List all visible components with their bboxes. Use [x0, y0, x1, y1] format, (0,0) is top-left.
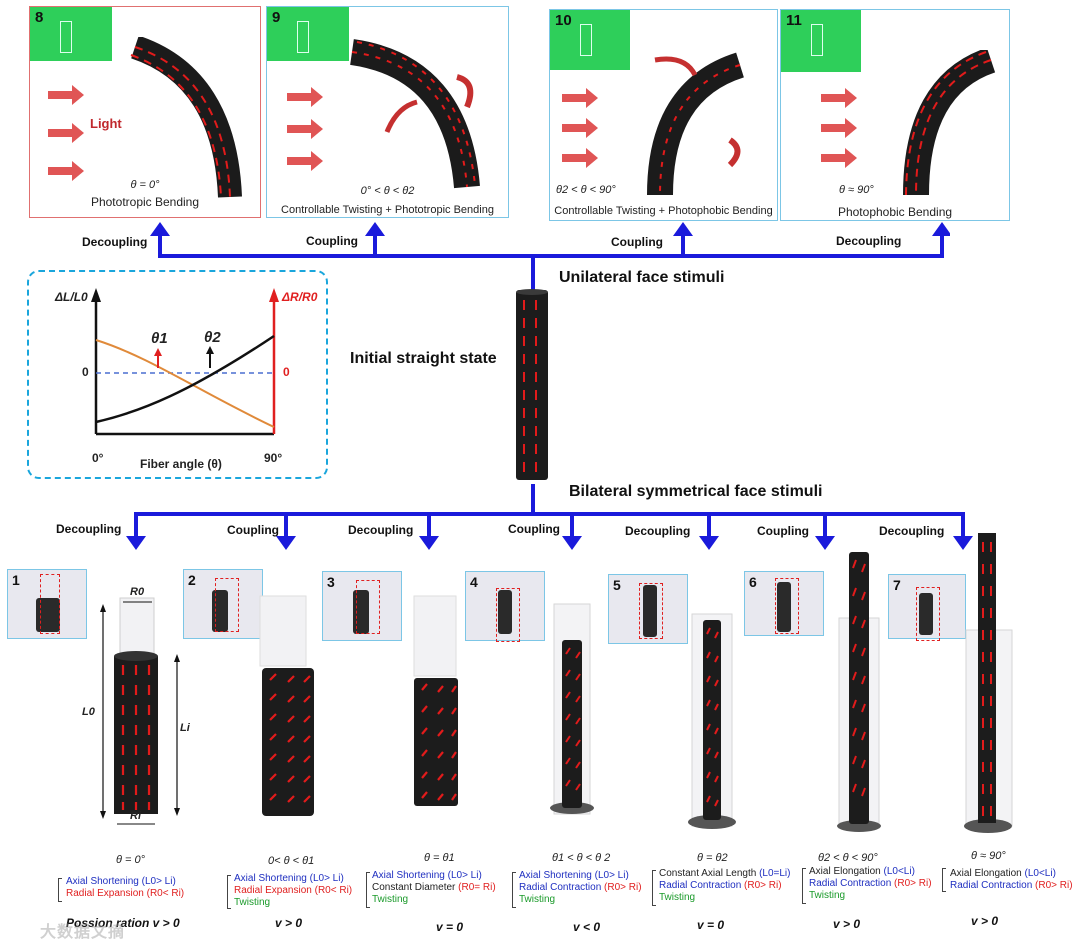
- graph-plot: [91, 288, 279, 436]
- poisson-2: v > 0: [275, 916, 303, 930]
- bent-actuator: [903, 50, 996, 196]
- top-link-label: Coupling: [306, 234, 358, 248]
- thumbnail-7: 7: [888, 574, 966, 641]
- light-arrows: [287, 87, 323, 171]
- panel-8-inset-photo: [30, 7, 112, 61]
- panel-11-inset-photo: [781, 10, 861, 72]
- panel-number: 10: [555, 12, 572, 29]
- actuator-2: [259, 595, 314, 816]
- poisson-7: v > 0: [971, 914, 999, 928]
- panel-6-theta: θ2 < θ < 90°: [818, 852, 878, 864]
- graph-y-right-label: ΔR/R0: [282, 290, 318, 304]
- bottom-link-label: Decoupling: [56, 522, 122, 536]
- dim-Ri: Ri: [130, 810, 141, 822]
- top-link-label: Decoupling: [82, 235, 148, 249]
- watermark: 大数据文摘: [40, 924, 126, 941]
- graph-theta2: θ2: [204, 329, 221, 346]
- top-link-label: Coupling: [611, 235, 663, 249]
- graph-x-label: Fiber angle (θ): [140, 457, 222, 471]
- bent-actuator: [130, 37, 242, 198]
- panel-5-theta: θ = θ2: [697, 852, 728, 864]
- bottom-link-label: Decoupling: [625, 524, 691, 538]
- initial-state-label: Initial straight state: [350, 350, 497, 367]
- graph-x-start: 0°: [92, 451, 104, 465]
- dim-Li: Li: [180, 722, 190, 734]
- panel-10-caption: Controllable Twisting + Photophobic Bend…: [554, 205, 773, 217]
- panel-8: 8 Light θ = 0° Phototropic Bending: [29, 6, 261, 218]
- panel-11: 11 θ ≈ 90° Photophobic Bending: [780, 9, 1010, 221]
- panel-10: 10 θ2 < θ < 90° Controllable Twisting + …: [549, 9, 778, 221]
- graph-zero-left: 0: [82, 365, 89, 379]
- graph-theta1: θ1: [151, 330, 168, 347]
- twisted-actuator: [349, 39, 480, 189]
- actuator-4: [550, 603, 594, 815]
- panel-3-theta: θ = θ1: [424, 852, 455, 864]
- bilateral-label: Bilateral symmetrical face stimuli: [569, 483, 823, 500]
- bottom-link-label: Coupling: [757, 524, 809, 538]
- bottom-link-label: Coupling: [508, 522, 560, 536]
- twisted-actuator: [647, 52, 745, 196]
- bottom-link-label: Decoupling: [348, 523, 414, 537]
- bottom-link-label: Coupling: [227, 523, 279, 537]
- dim-R0: R0: [130, 586, 145, 598]
- thumbnail-1: 1: [7, 569, 87, 639]
- poisson-6: v > 0: [833, 917, 861, 931]
- panel-9-caption: Controllable Twisting + Phototropic Bend…: [281, 204, 494, 216]
- panel-2-theta: 0< θ < θ1: [268, 855, 315, 867]
- thumbnail-3: 3: [322, 571, 402, 641]
- thumbnail-5: 5: [608, 574, 688, 644]
- panel-9-inset-photo: [267, 7, 349, 61]
- panel-11-theta: θ ≈ 90°: [839, 184, 874, 196]
- unilateral-label: Unilateral face stimuli: [559, 269, 725, 286]
- actuator-7: [964, 533, 1013, 833]
- actuator-6: [837, 552, 881, 832]
- fiber-angle-graph: [27, 270, 328, 479]
- panel-9: 9 0° < θ < θ2 Controllable Twisting + Ph…: [266, 6, 509, 218]
- panel-1-theta: θ = 0°: [116, 854, 146, 866]
- thumbnail-4: 4: [465, 571, 545, 642]
- panel-10-theta: θ2 < θ < 90°: [556, 184, 616, 196]
- panel-number: 9: [272, 9, 281, 26]
- graph-y-left-label: ΔL/L0: [55, 290, 88, 304]
- poisson-3: v = 0: [436, 920, 464, 934]
- panel-8-caption: Phototropic Bending: [90, 195, 200, 209]
- poisson-5: v = 0: [697, 918, 725, 932]
- initial-straight-actuator: [516, 289, 548, 480]
- actuator-1: [100, 597, 180, 825]
- panel-number: 11: [786, 12, 802, 29]
- top-link-label: Decoupling: [836, 234, 902, 248]
- actuator-3: [413, 595, 458, 806]
- actuator-5: [688, 613, 736, 829]
- panel-8-theta: θ = 0°: [130, 179, 160, 191]
- light-arrows: [562, 88, 598, 168]
- light-arrows: [821, 88, 857, 168]
- panel-4-theta: θ1 < θ < θ 2: [552, 852, 611, 864]
- light-label: Light: [90, 116, 122, 131]
- graph-x-end: 90°: [264, 451, 283, 465]
- poisson-1: Possion ration v > 0: [66, 916, 180, 930]
- thumbnail-6: 6: [744, 571, 824, 636]
- panel-number: 8: [35, 9, 44, 26]
- bottom-link-label: Decoupling: [879, 524, 945, 538]
- panel-7-theta: θ ≈ 90°: [971, 850, 1006, 862]
- panel-9-theta: 0° < θ < θ2: [360, 185, 415, 197]
- panel-11-caption: Photophobic Bending: [837, 205, 953, 219]
- panel-10-inset-photo: [550, 10, 630, 70]
- dim-L0: L0: [82, 706, 95, 718]
- graph-zero-right: 0: [283, 365, 290, 379]
- poisson-4: v < 0: [573, 920, 601, 934]
